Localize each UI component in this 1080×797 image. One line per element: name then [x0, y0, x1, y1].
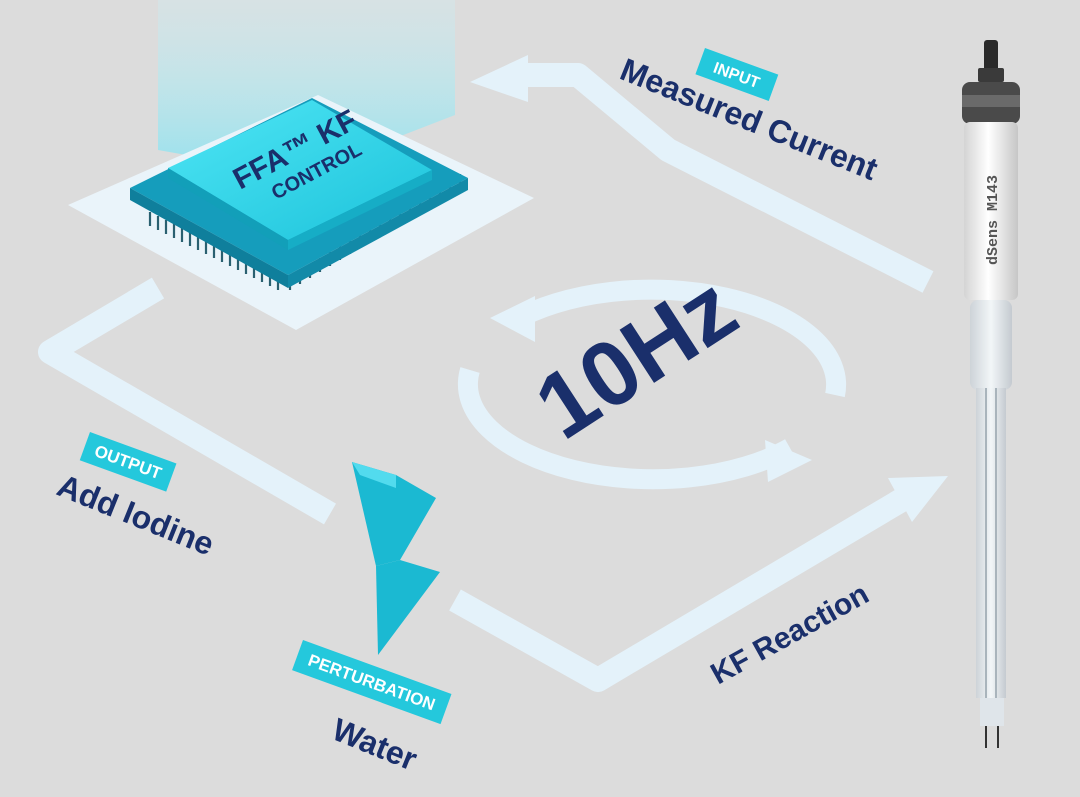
sensor-head [964, 122, 1018, 300]
input-arrow-head [470, 55, 528, 102]
reaction-arrow [449, 487, 912, 692]
loop-arrows [38, 55, 948, 692]
input-tag-bg [695, 48, 779, 101]
perturbation-label: Water [327, 711, 422, 777]
control-chip [130, 98, 468, 288]
output-tag-bg [79, 432, 177, 492]
sensor-tip [980, 698, 1004, 726]
output-label: Add Iodine [52, 467, 219, 562]
sensor-probe [962, 40, 1020, 748]
sensor-label: dSens M143 [985, 175, 1002, 265]
frequency-ring [457, 279, 847, 490]
sensor-tube [976, 388, 1006, 698]
sensor-connector-nut [978, 68, 1004, 82]
ring-arrow-head-bottom [765, 440, 812, 482]
perturbation-tag: PERTURBATION [292, 640, 452, 725]
output-arrow [38, 277, 337, 525]
input-arrow [525, 63, 934, 293]
ring-arrow-head-top [490, 296, 535, 342]
lightning-bolt-icon [352, 462, 440, 655]
reaction-arrow-head [888, 476, 948, 522]
sensor-shaft [970, 300, 1012, 390]
perturbation-tag-bg [292, 640, 452, 725]
